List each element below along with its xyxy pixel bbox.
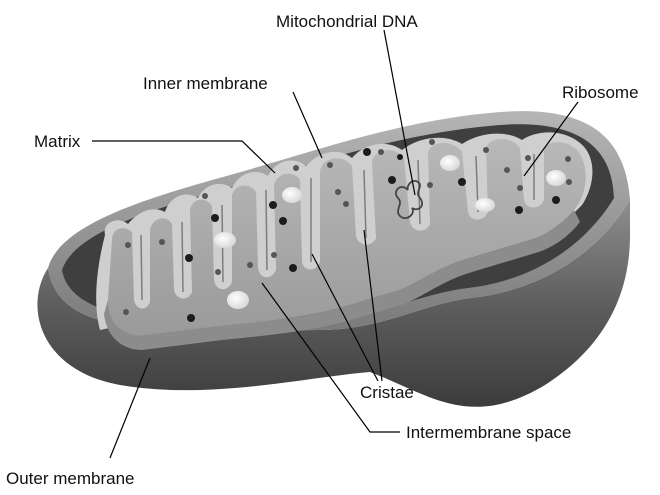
ribosome-dot: [515, 206, 523, 214]
leader-inner-membrane: [293, 92, 322, 158]
ribosome-dot: [397, 154, 403, 160]
label-ribosome: Ribosome: [562, 83, 639, 102]
ribosome-dot: [363, 148, 371, 156]
ribosome-dot: [187, 314, 195, 322]
ribosome-dot: [279, 217, 287, 225]
label-outer-membrane: Outer membrane: [6, 469, 135, 488]
granule: [282, 187, 302, 203]
label-mitochondrial-dna: Mitochondrial DNA: [276, 12, 418, 31]
ribosome-dot: [211, 214, 219, 222]
granule: [227, 291, 249, 309]
ribosome-dot: [269, 201, 277, 209]
granule: [214, 232, 236, 248]
ribosome-dot: [552, 196, 560, 204]
granule: [440, 155, 460, 171]
ribosome-dot: [388, 176, 396, 184]
ribosome-dot: [289, 264, 297, 272]
label-intermembrane-space: Intermembrane space: [406, 423, 571, 442]
granule: [475, 198, 495, 212]
label-inner-membrane: Inner membrane: [143, 74, 268, 93]
leader-matrix: [92, 141, 275, 173]
label-cristae: Cristae: [360, 383, 414, 402]
ribosome-dot: [185, 254, 193, 262]
ribosome-dot: [458, 178, 466, 186]
label-matrix: Matrix: [34, 132, 81, 151]
granule: [546, 170, 566, 186]
